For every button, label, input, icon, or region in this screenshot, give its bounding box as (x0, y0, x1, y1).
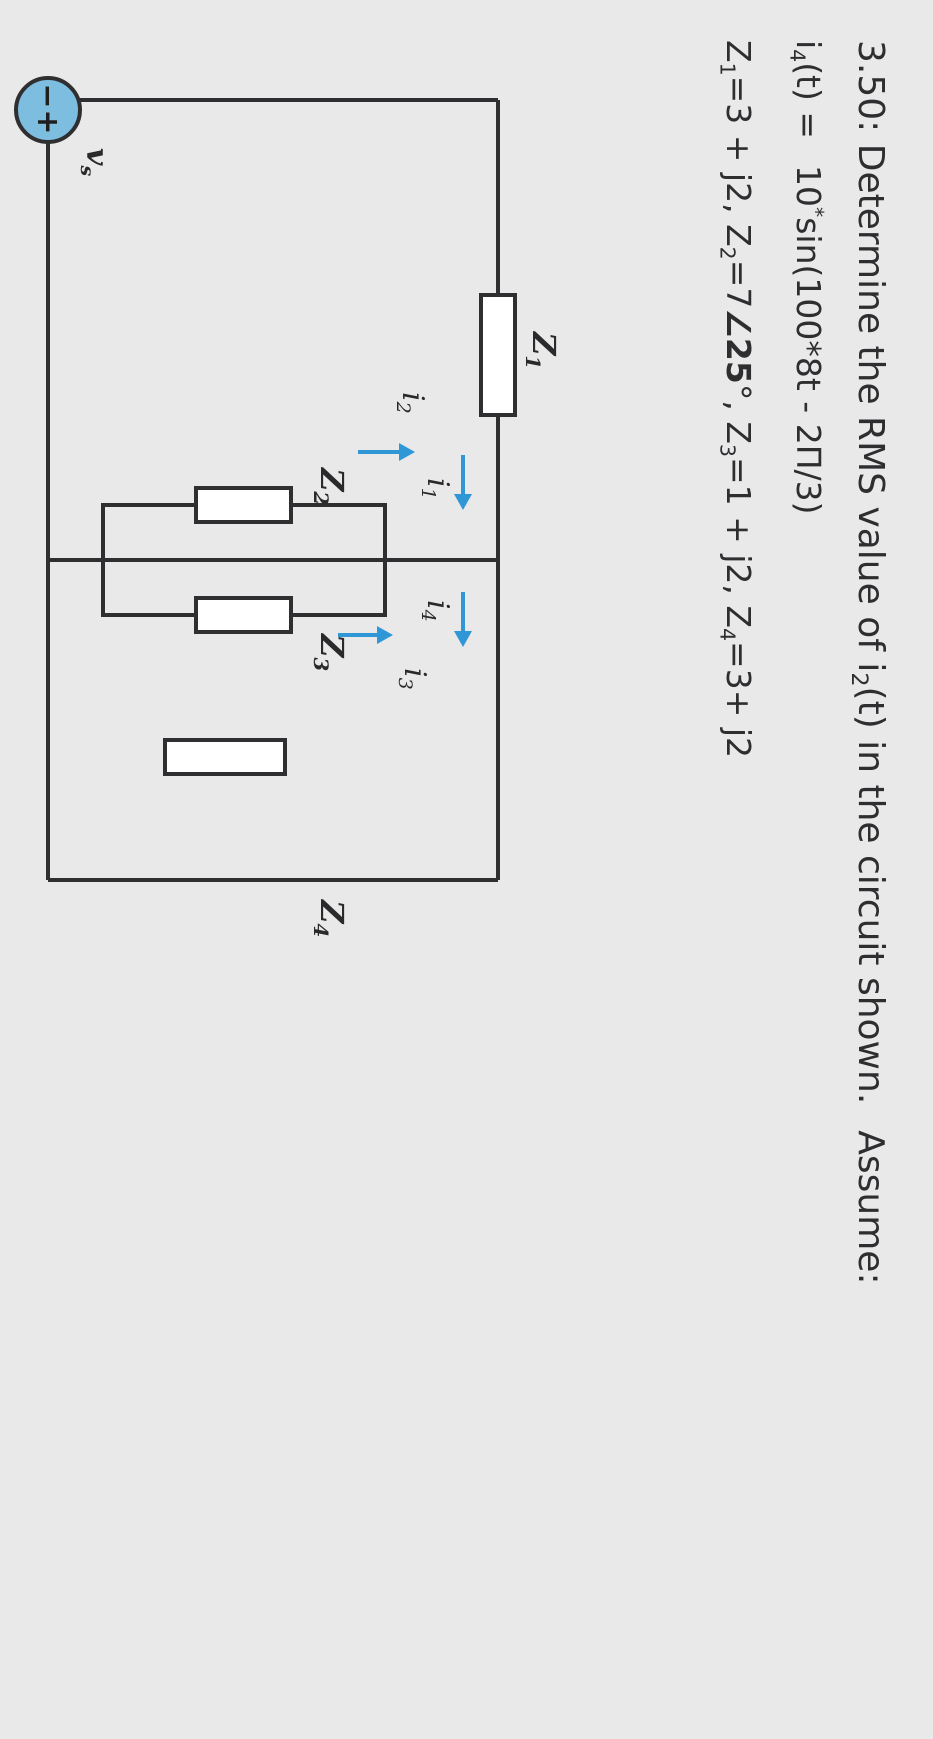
wires (46, 98, 500, 882)
source-minus: − (30, 83, 65, 108)
source-plus: + (30, 109, 65, 134)
i3-label: i3 (394, 668, 432, 690)
z3-resistor (194, 596, 293, 634)
wire-source-top (46, 98, 498, 110)
z3-label: Z3 (309, 632, 351, 671)
i2-label: i2 (392, 392, 430, 414)
z2-resistor (194, 486, 293, 524)
voltage-source-icon (14, 76, 82, 144)
z1-label: Z1 (521, 330, 563, 369)
i1-arrow-head (454, 494, 472, 510)
z4-resistor (163, 738, 287, 776)
i4-label: i4 (417, 600, 455, 622)
i1-label: i1 (417, 478, 455, 500)
z4-label: Z4 (309, 898, 351, 937)
source-label: vs (76, 148, 114, 176)
i2-arrow-head (399, 443, 415, 461)
i3-arrow-head (377, 626, 393, 644)
current-arrows (338, 443, 472, 647)
i4-arrow-head (454, 631, 472, 647)
z1-resistor (479, 293, 517, 417)
z2-label: Z2 (309, 466, 351, 505)
